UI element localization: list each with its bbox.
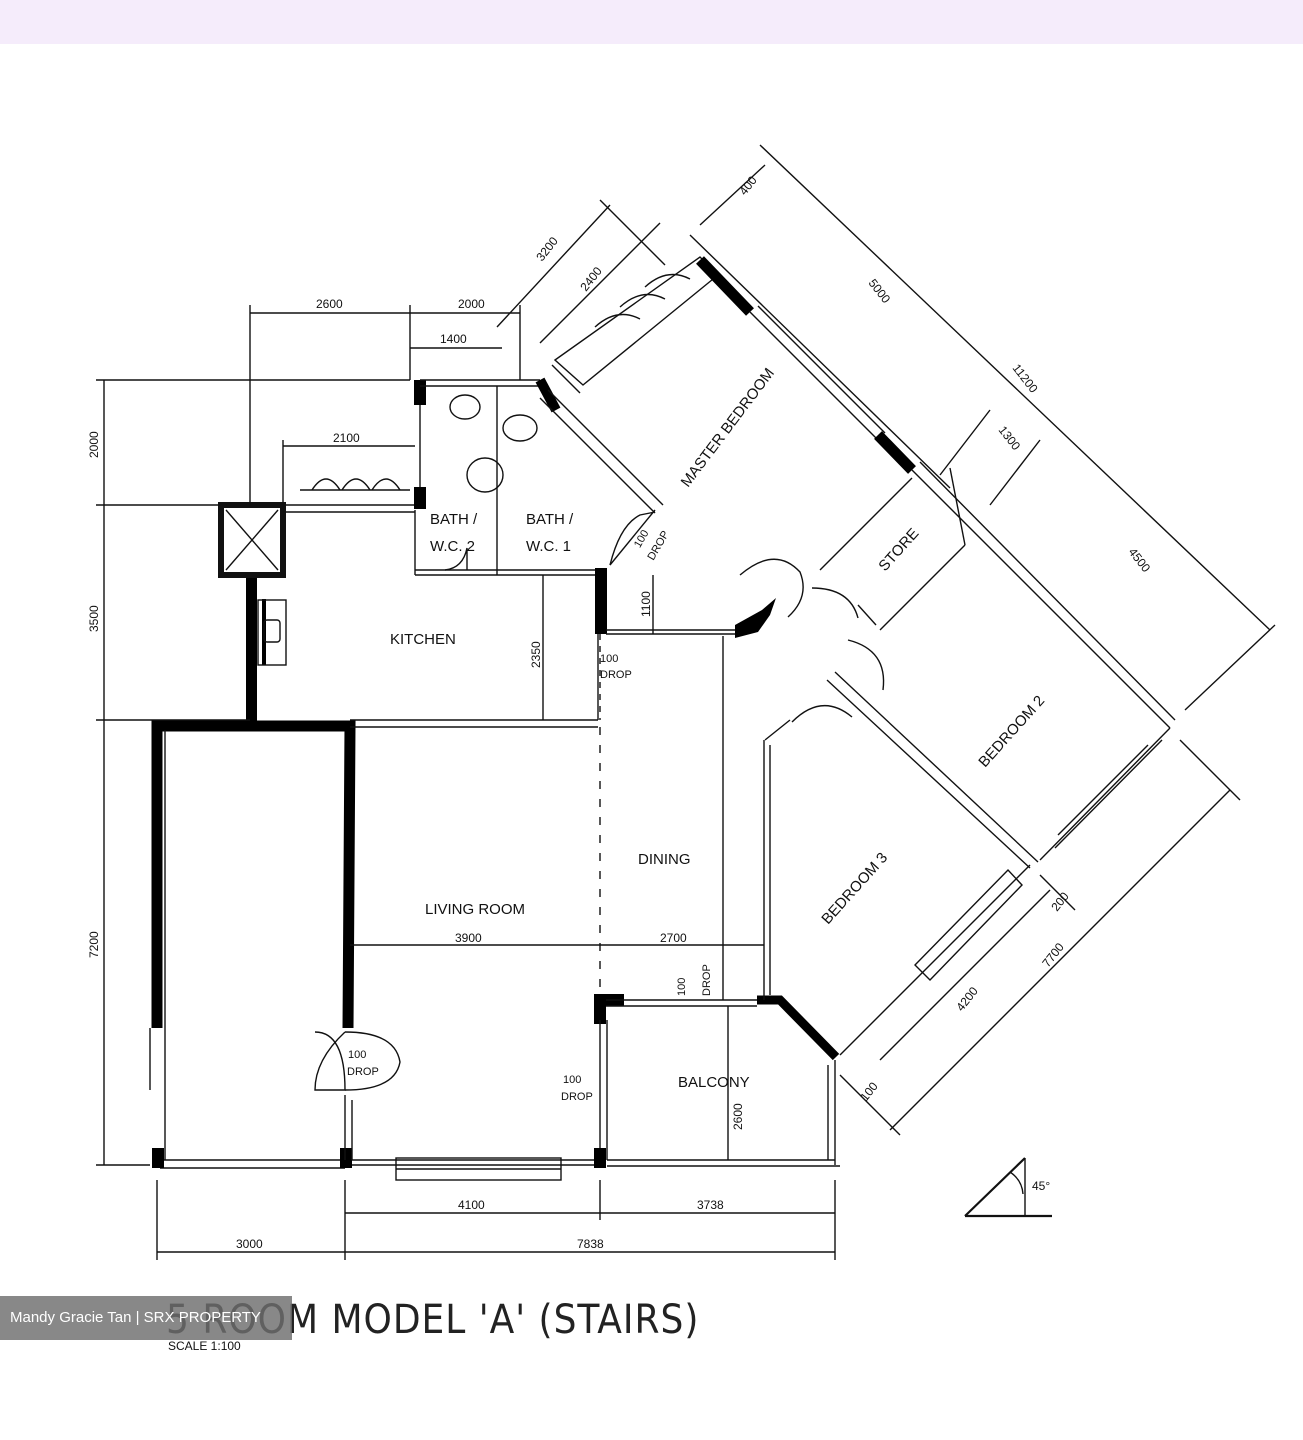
toilet-bath1 xyxy=(502,414,538,442)
svg-text:3500: 3500 xyxy=(87,605,101,632)
svg-text:DROP: DROP xyxy=(347,1066,379,1078)
master-bedroom-label: MASTER BEDROOM xyxy=(678,365,778,490)
svg-text:200: 200 xyxy=(1048,889,1072,914)
svg-text:11200: 11200 xyxy=(1010,361,1041,395)
svg-text:1100: 1100 xyxy=(639,591,653,617)
svg-text:DROP: DROP xyxy=(701,964,713,996)
dining-label: DINING xyxy=(638,851,691,868)
drop-labels: 100 DROP 100 DROP 100 DROP 100 DROP 100 … xyxy=(347,528,713,1103)
kitchen-label: KITCHEN xyxy=(390,631,456,648)
bedroom3-door xyxy=(791,704,853,723)
svg-text:3900: 3900 xyxy=(455,931,482,945)
bedroom3-window xyxy=(914,868,1023,981)
svg-text:100: 100 xyxy=(348,1049,366,1061)
svg-text:400: 400 xyxy=(736,173,760,198)
svg-text:2400: 2400 xyxy=(577,264,605,294)
svg-text:5000: 5000 xyxy=(866,276,894,306)
svg-text:2000: 2000 xyxy=(458,297,485,311)
svg-text:3000: 3000 xyxy=(236,1237,263,1251)
bath-wc1-label-line2: W.C. 1 xyxy=(526,538,571,555)
master-wardrobe xyxy=(553,256,720,386)
living-door xyxy=(344,1031,401,1091)
svg-text:7700: 7700 xyxy=(1039,940,1067,970)
living-room-label: LIVING ROOM xyxy=(425,901,525,918)
svg-text:4500: 4500 xyxy=(1126,545,1154,575)
svg-text:3200: 3200 xyxy=(533,234,561,264)
store-door xyxy=(811,587,859,619)
svg-text:4100: 4100 xyxy=(458,1198,485,1212)
plan-scale: SCALE 1:100 xyxy=(168,1339,241,1353)
svg-text:3738: 3738 xyxy=(697,1198,724,1212)
rotated-wing xyxy=(535,256,1176,1056)
svg-text:1400: 1400 xyxy=(440,332,467,346)
svg-text:2100: 2100 xyxy=(333,431,360,445)
bath2-door xyxy=(444,547,468,571)
master-door xyxy=(609,511,656,566)
svg-text:DROP: DROP xyxy=(600,669,632,681)
svg-text:DROP: DROP xyxy=(561,1091,593,1103)
svg-text:4200: 4200 xyxy=(953,984,981,1014)
walls xyxy=(149,256,1176,1181)
svg-text:2600: 2600 xyxy=(731,1103,745,1130)
svg-text:100: 100 xyxy=(857,1079,881,1104)
svg-text:1300: 1300 xyxy=(996,423,1024,453)
corridor-door xyxy=(314,1031,346,1091)
svg-text:2350: 2350 xyxy=(529,641,543,668)
svg-text:2600: 2600 xyxy=(316,297,343,311)
kitchen-folding-door xyxy=(311,478,401,491)
bath-wc2-label-line1: BATH / xyxy=(430,511,478,528)
agent-watermark: Mandy Gracie Tan | SRX PROPERTY xyxy=(0,1296,292,1340)
angle-label: 45° xyxy=(1032,1179,1050,1193)
dimension-lines xyxy=(96,144,1276,1260)
svg-text:7838: 7838 xyxy=(577,1237,604,1251)
svg-text:100: 100 xyxy=(632,528,652,550)
store-label: STORE xyxy=(875,525,922,575)
svg-text:100: 100 xyxy=(600,653,618,665)
bath-wc2-label-line2: W.C. 2 xyxy=(430,538,475,555)
svg-text:100: 100 xyxy=(563,1074,581,1086)
master-door-swing xyxy=(739,558,804,618)
kitchen-stove xyxy=(257,599,287,666)
bedroom2-door xyxy=(847,639,885,691)
svg-text:2000: 2000 xyxy=(87,431,101,458)
svg-text:2700: 2700 xyxy=(660,931,687,945)
svg-text:7200: 7200 xyxy=(87,931,101,958)
header-band xyxy=(0,0,1303,44)
service-shaft xyxy=(218,502,286,578)
bath-wc1-label-line1: BATH / xyxy=(526,511,574,528)
basin-bath1 xyxy=(466,457,504,493)
angle-indicator: 45° xyxy=(964,1157,1052,1218)
bedroom-3-label: BEDROOM 3 xyxy=(818,849,891,927)
balcony-label: BALCONY xyxy=(678,1074,750,1091)
bedroom-2-label: BEDROOM 2 xyxy=(975,692,1048,770)
corridor-heavy-wall xyxy=(151,720,356,1029)
svg-text:100: 100 xyxy=(676,978,688,996)
toilet-bath2 xyxy=(449,394,481,420)
